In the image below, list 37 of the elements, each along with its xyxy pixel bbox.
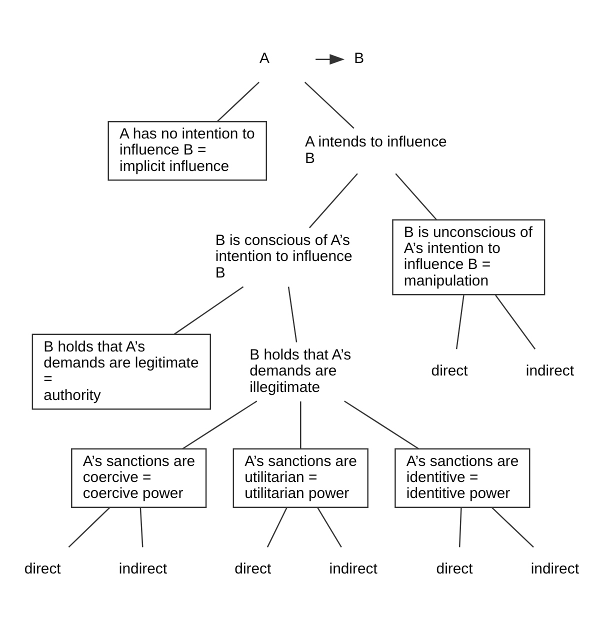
node-box: A has no intention to influence B = implicit influence — [108, 120, 268, 180]
node-text: B holds that A’s demands are illegitimate — [250, 346, 352, 396]
node-text: B — [354, 50, 364, 67]
node-text: indirect — [526, 362, 574, 380]
node-text: direct — [436, 560, 473, 577]
node-box: B is unconscious of A’s intention to influence B = manipulation — [392, 218, 546, 295]
node-box: A’s sanctions are coercive = coercive power — [71, 448, 207, 508]
node-box: A’s sanctions are identitive = identitive power — [394, 448, 530, 508]
node-text: direct — [431, 362, 468, 380]
node-box: B holds that A’s demands are legitimate = authority — [32, 333, 212, 410]
node-text: indirect — [118, 560, 168, 577]
connector — [395, 172, 437, 220]
node-text: B is conscious of A’s intention to influence B — [215, 231, 352, 281]
node-text: indirect — [530, 560, 579, 577]
node-text: A — [260, 50, 270, 67]
connector — [456, 294, 464, 349]
node-box: A’s sanctions are utilitarian = utilitarian power — [232, 448, 368, 508]
connector — [68, 506, 110, 548]
connector — [344, 400, 419, 449]
node-text: A intends to influence B — [304, 133, 447, 166]
arrow — [316, 54, 345, 64]
node-text: direct — [234, 560, 272, 577]
connector — [492, 506, 534, 548]
connector — [300, 400, 302, 448]
connector — [304, 81, 354, 128]
node-text: direct — [24, 560, 61, 577]
connector — [266, 506, 288, 547]
connector — [317, 506, 342, 547]
connector — [458, 507, 462, 547]
node-text: indirect — [329, 560, 378, 577]
connector — [288, 286, 298, 342]
connector — [216, 81, 260, 122]
connector — [495, 294, 536, 349]
connector — [182, 400, 258, 449]
connector — [308, 172, 358, 228]
connector — [140, 507, 144, 547]
connector — [174, 286, 244, 334]
